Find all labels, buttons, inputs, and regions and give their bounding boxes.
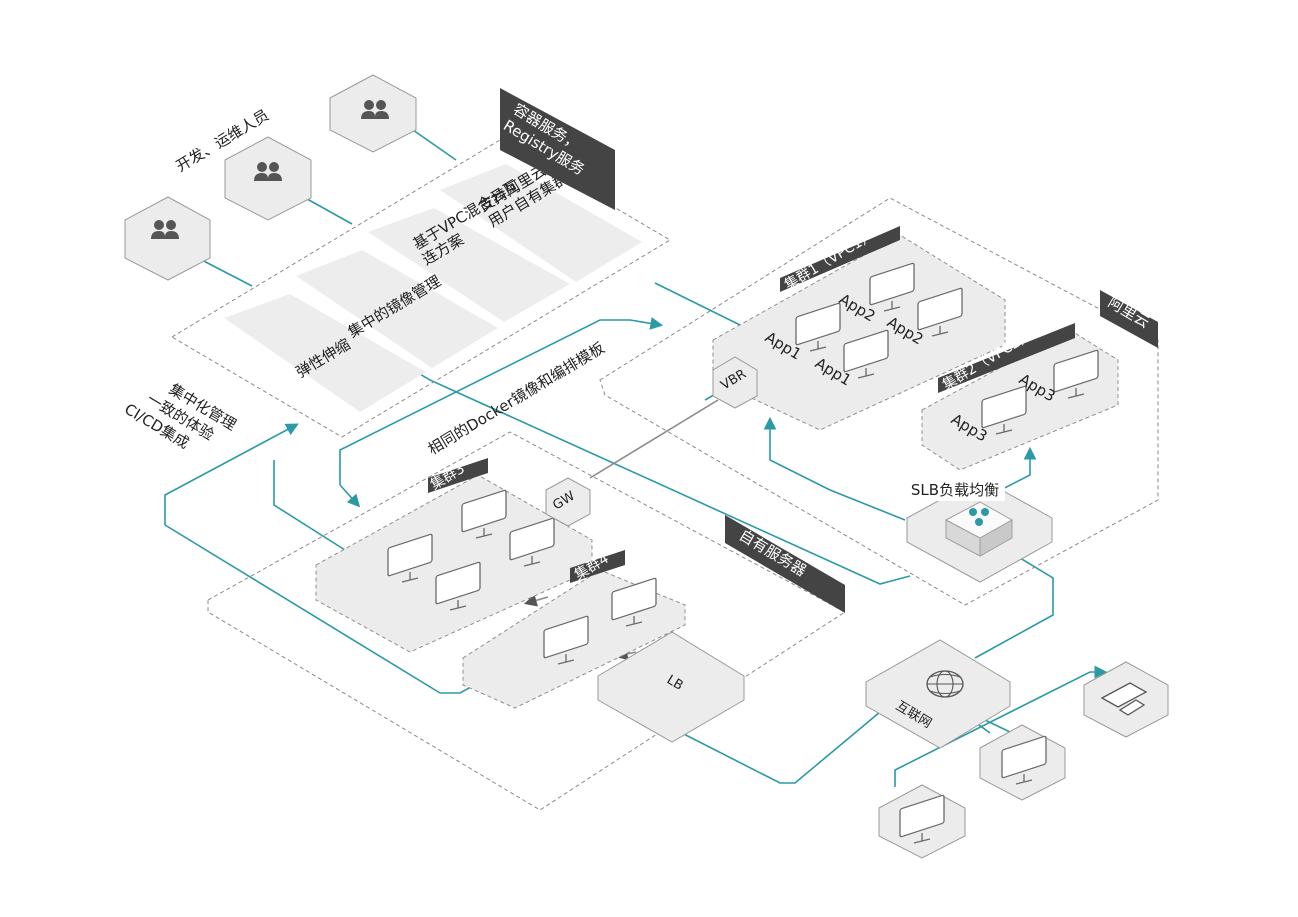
- cluster2-tag: [938, 323, 1075, 393]
- feature-tile-vpc[interactable]: [368, 208, 570, 322]
- own-servers-region: [207, 431, 846, 811]
- feature-tile-elastic[interactable]: [224, 294, 426, 412]
- vbr-node[interactable]: VBR: [712, 356, 758, 409]
- aliyun-tag: [1100, 290, 1158, 348]
- tablet-phone-icon: [1100, 682, 1148, 716]
- globe-icon: [926, 670, 964, 698]
- cluster1-tag: [780, 226, 900, 292]
- slb-node[interactable]: SLB负载均衡: [905, 477, 1053, 583]
- user-hex-2[interactable]: [224, 136, 312, 221]
- feature-tile-clusters[interactable]: [440, 164, 642, 282]
- template-label: 相同的Docker镜像和编排模板: [425, 339, 608, 459]
- client-monitor-node-2[interactable]: [878, 784, 966, 859]
- aliyun-region: [599, 197, 1159, 606]
- load-balancer-icon: [969, 508, 989, 526]
- connections: [164, 129, 1108, 787]
- container-service-region: [171, 139, 671, 438]
- gw-node[interactable]: GW: [545, 477, 591, 527]
- internet-node[interactable]: 互联网: [865, 639, 1011, 749]
- user-hex-3[interactable]: [329, 74, 417, 153]
- cluster1-panel[interactable]: [712, 234, 1006, 431]
- slb-label: SLB负载均衡: [911, 481, 999, 499]
- client-monitor-node-1[interactable]: [979, 724, 1066, 801]
- container-service-tag: [500, 88, 615, 210]
- lb-label: LB: [664, 673, 686, 694]
- client-tablet-node[interactable]: [1083, 661, 1169, 738]
- user-hex-1[interactable]: [124, 196, 211, 281]
- cluster3-tag: [428, 458, 488, 493]
- cluster4-tag: [570, 550, 625, 583]
- lb-node[interactable]: LB: [597, 631, 745, 743]
- own-servers-tag: [725, 515, 845, 613]
- feature-tile-image-mgmt[interactable]: [296, 250, 498, 368]
